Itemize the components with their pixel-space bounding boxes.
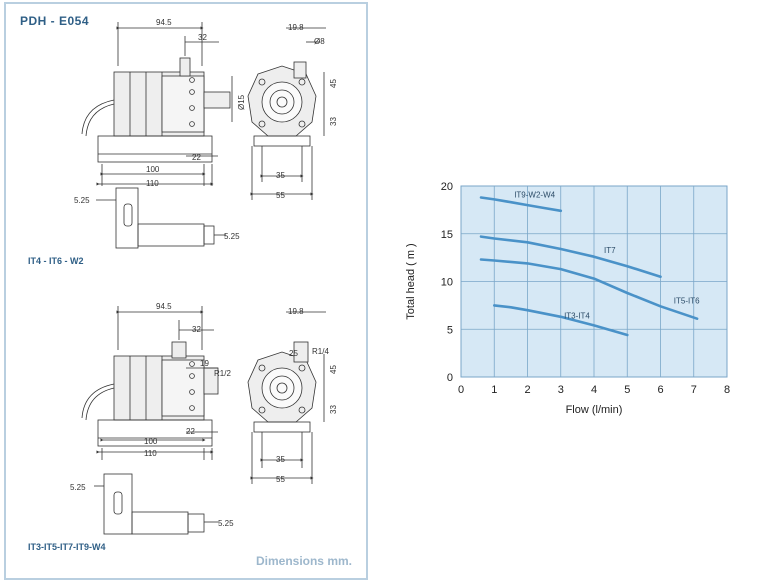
dim-33: 33 <box>329 405 338 414</box>
dimension-drawings: 94.5 32 Ø15 22 100 110 19.8 Ø8 <box>70 18 338 535</box>
bottom-bracket-view <box>94 473 218 535</box>
dim-5-25-a: 5.25 <box>74 196 90 205</box>
dim-19-8: 19.8 <box>288 23 304 32</box>
x-tick-label: 5 <box>624 384 630 396</box>
dim-32: 32 <box>192 325 201 334</box>
dim-dia-15: Ø15 <box>237 94 246 110</box>
dimensions-note: Dimensions mm. <box>255 554 352 568</box>
dim-100: 100 <box>146 165 160 174</box>
variant-label-top: IT4 - IT6 - W2 <box>28 256 84 266</box>
series-label: IT7 <box>604 246 616 255</box>
series-line <box>479 258 699 320</box>
dim-22: 22 <box>192 153 201 162</box>
series-label: IT3-IT4 <box>564 312 590 321</box>
dim-25: 25 <box>289 349 298 358</box>
y-tick-label: 20 <box>441 181 453 193</box>
x-tick-label: 0 <box>458 384 464 396</box>
dim-35: 35 <box>276 171 285 180</box>
top-side-view <box>81 22 233 186</box>
dim-35: 35 <box>276 455 285 464</box>
y-tick-label: 15 <box>441 229 453 241</box>
x-tick-label: 6 <box>657 384 663 396</box>
dim-5-25-a: 5.25 <box>70 483 86 492</box>
dim-r-1-2: R1/2 <box>214 369 231 378</box>
dim-110: 110 <box>146 179 159 188</box>
dim-dia-8: Ø8 <box>314 37 325 46</box>
dim-5-25-b: 5.25 <box>218 519 234 528</box>
series-line <box>479 196 563 213</box>
series-label: IT9-W2-W4 <box>514 190 555 199</box>
dim-45: 45 <box>329 79 338 88</box>
y-axis-label: Total head ( m ) <box>405 243 417 319</box>
dim-55: 55 <box>276 475 285 484</box>
x-tick-label: 8 <box>724 384 730 396</box>
dim-19-8: 19.8 <box>288 307 304 316</box>
dim-110: 110 <box>144 449 157 458</box>
x-tick-label: 3 <box>558 384 564 396</box>
x-tick-label: 4 <box>591 384 597 396</box>
dim-22: 22 <box>186 427 195 436</box>
dim-94-5: 94.5 <box>156 302 172 311</box>
series-line <box>479 235 662 278</box>
dimensions-panel: PDH - E054 94.5 <box>4 2 368 580</box>
bottom-side-view <box>81 306 219 460</box>
dim-100: 100 <box>144 437 158 446</box>
dim-55: 55 <box>276 191 285 200</box>
series-line <box>493 304 629 337</box>
x-axis-label: Flow (l/min) <box>566 404 623 416</box>
variant-label-bottom: IT3-IT5-IT7-IT9-W4 <box>28 542 106 552</box>
dim-32: 32 <box>198 33 207 42</box>
dim-94-5: 94.5 <box>156 18 172 27</box>
tick-labels: 0 1 2 3 4 5 6 7 8 0 5 10 15 20 <box>441 181 730 396</box>
dim-19: 19 <box>200 359 209 368</box>
dim-33: 33 <box>329 117 338 126</box>
top-front-view <box>247 27 326 200</box>
y-tick-label: 5 <box>447 324 453 336</box>
top-bracket-view <box>96 187 226 249</box>
x-tick-label: 7 <box>691 384 697 396</box>
model-title: PDH - E054 <box>20 14 90 28</box>
y-tick-label: 0 <box>447 372 453 384</box>
x-tick-label: 2 <box>524 384 530 396</box>
dim-5-25-b: 5.25 <box>224 232 240 241</box>
bottom-front-view <box>247 311 326 484</box>
series-label: IT5-IT6 <box>674 296 700 305</box>
y-tick-label: 10 <box>441 277 453 289</box>
grid <box>460 185 728 378</box>
dim-r-1-4: R1/4 <box>312 347 329 356</box>
x-tick-label: 1 <box>491 384 497 396</box>
dim-45: 45 <box>329 365 338 374</box>
